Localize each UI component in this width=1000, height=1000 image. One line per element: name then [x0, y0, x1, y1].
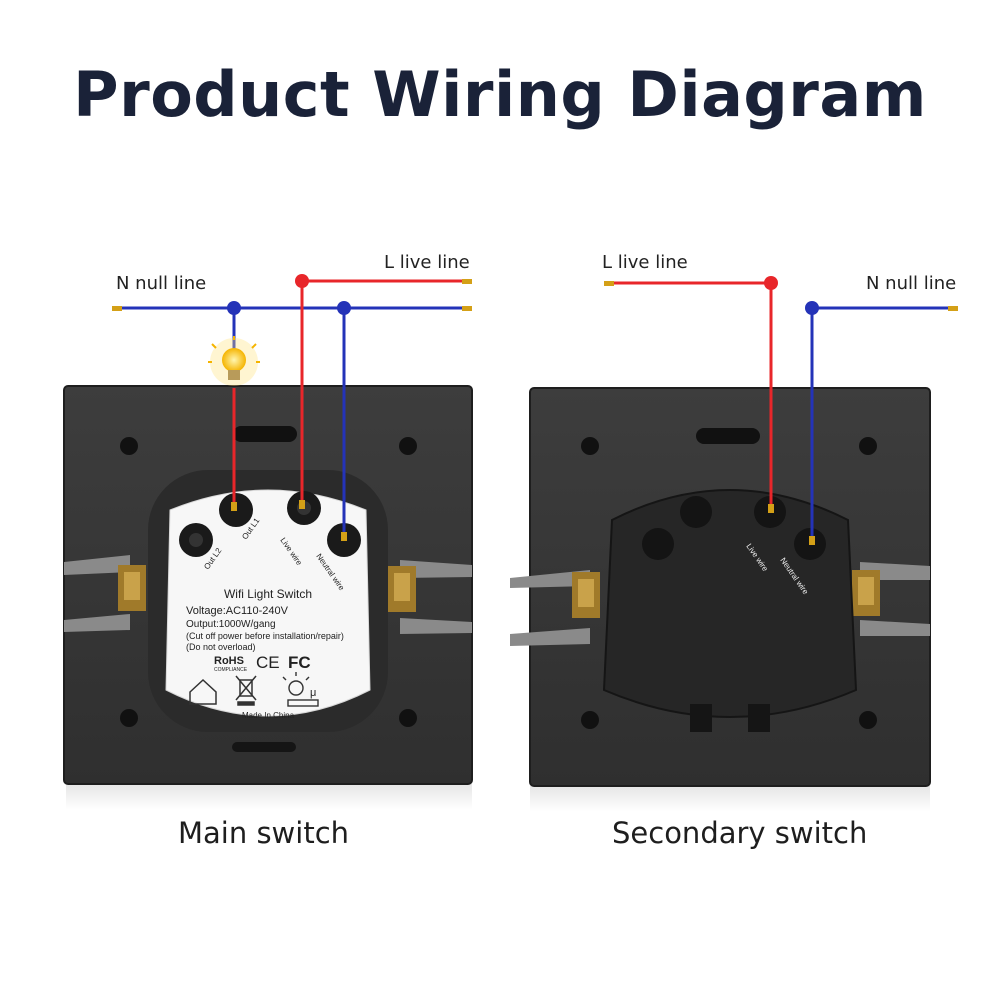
sticker-output: Output:1000W/gang — [186, 619, 276, 630]
screw-hole — [581, 437, 599, 455]
weee-bin-icon — [235, 675, 257, 706]
wire-end-copper — [604, 281, 614, 286]
main-l-line-label: L live line — [384, 252, 470, 273]
mounting-claw-left — [64, 555, 146, 632]
secondary-switch: Live wire Neutral wire L live line N nul… — [510, 252, 958, 812]
live-junction-dot — [764, 276, 778, 290]
fcc-mark: FC — [288, 653, 311, 672]
ce-mark: CE — [256, 653, 280, 672]
screw-hole — [399, 709, 417, 727]
sticker-warning: (Cut off power before installation/repai… — [186, 631, 344, 641]
made-in-china: Made In China — [242, 711, 295, 720]
screw-hole — [859, 437, 877, 455]
mounting-claw-left — [510, 570, 600, 646]
secondary-n-line-label: N null line — [866, 273, 956, 294]
wire-end-copper — [462, 279, 472, 284]
bulb-icon — [208, 336, 260, 386]
mount-slot — [232, 742, 296, 752]
screw-hole — [859, 711, 877, 729]
screw-hole — [399, 437, 417, 455]
module-body — [602, 489, 858, 718]
screw-hole — [120, 437, 138, 455]
neutral-junction-dot — [227, 301, 241, 315]
mount-slot — [233, 426, 297, 442]
wire-end-copper — [948, 306, 958, 311]
wire-end-copper — [462, 306, 472, 311]
mount-slot — [696, 428, 760, 444]
terminal — [642, 528, 674, 560]
light-bulb-icon — [282, 672, 319, 707]
micro-symbol: μ — [310, 687, 316, 699]
main-n-line-label: N null line — [116, 273, 206, 294]
wire-end-copper — [112, 306, 122, 311]
sticker-heading: Wifi Light Switch — [224, 587, 312, 601]
screw-hole — [581, 711, 599, 729]
secondary-switch-caption: Secondary switch — [612, 816, 868, 850]
home-icon — [189, 678, 217, 705]
live-junction-dot — [295, 274, 309, 288]
main-switch: Out L2 Out L1 Live wire Neutral wire Wif… — [63, 252, 473, 810]
sticker-voltage: Voltage:AC110-240V — [186, 605, 289, 617]
page-title: Product Wiring Diagram — [73, 58, 927, 131]
neutral-junction-dot — [805, 301, 819, 315]
main-switch-caption: Main switch — [178, 816, 350, 850]
screw-hole — [120, 709, 138, 727]
mounting-claw-right — [852, 562, 930, 636]
rohs-logo: RoHS — [214, 655, 244, 667]
main-panel-reflection — [66, 784, 472, 810]
terminal — [680, 496, 712, 528]
secondary-panel-reflection — [530, 786, 930, 812]
mounting-claw-right — [388, 560, 472, 634]
rohs-compliance: COMPLIANCE — [214, 667, 248, 673]
neutral-junction-dot — [337, 301, 351, 315]
secondary-l-line-label: L live line — [602, 252, 688, 273]
sticker-overload: (Do not overload) — [186, 642, 256, 652]
